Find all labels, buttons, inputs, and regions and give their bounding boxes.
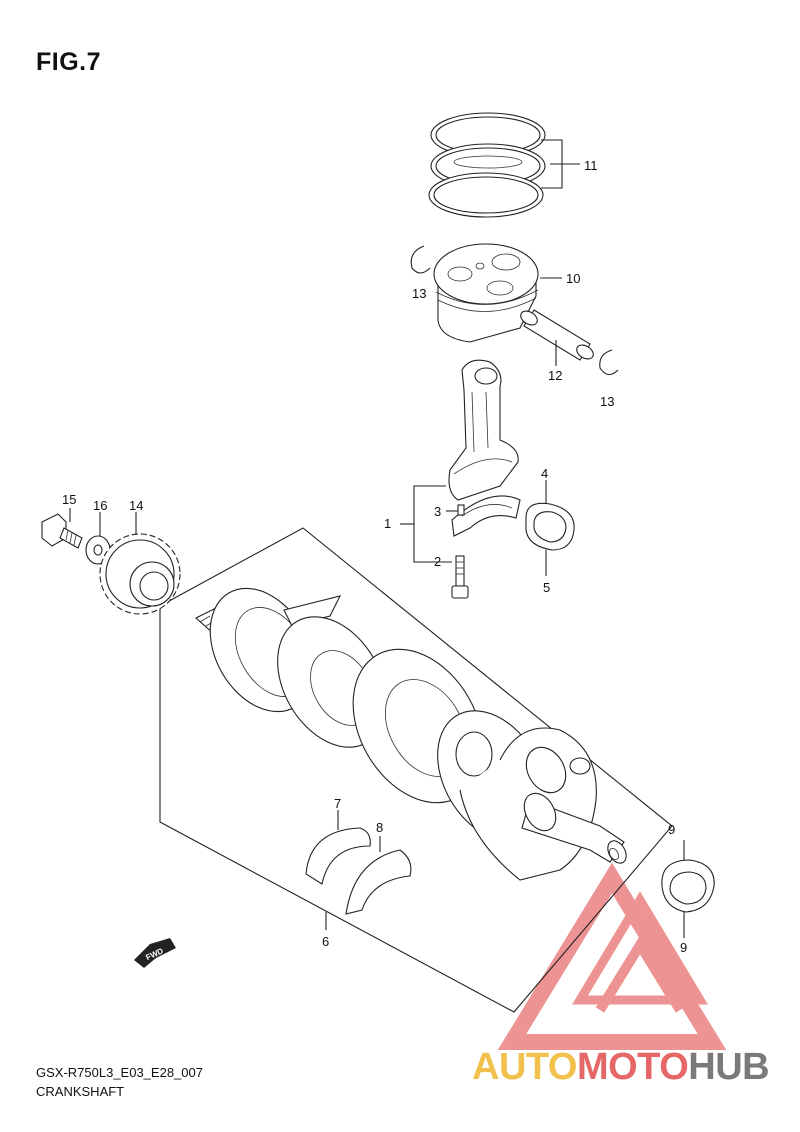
watermark-part-hub: HUB (688, 1046, 770, 1088)
callout-16: 16 (93, 498, 107, 513)
timing-sprocket (99, 512, 181, 615)
callout-13-right: 13 (600, 394, 614, 409)
rod-bolt (451, 555, 469, 599)
crankshaft-assembly-outline (159, 527, 673, 1013)
circlip-right (599, 349, 619, 376)
watermark-logo-icon (497, 862, 727, 1050)
callout-9-top: 9 (668, 822, 675, 837)
callout-11: 11 (584, 158, 598, 173)
figure-title: FIG.7 (36, 48, 102, 76)
callout-2: 2 (434, 554, 441, 569)
callout-15: 15 (62, 492, 76, 507)
callout-13-left: 13 (412, 286, 426, 301)
diagram-caption: CRANKSHAFT (36, 1084, 125, 1099)
piston-rings (428, 112, 580, 218)
watermark-part-moto: MOTO (576, 1046, 689, 1088)
callout-14: 14 (129, 498, 143, 513)
callout-12: 12 (548, 368, 562, 383)
callout-7: 7 (334, 796, 341, 811)
piston (433, 243, 562, 343)
diagram-code: GSX-R750L3_E03_E28_007 (36, 1065, 203, 1080)
callout-9-bottom: 9 (680, 940, 687, 955)
callout-10: 10 (566, 271, 580, 286)
connecting-rod (448, 359, 519, 501)
watermark-part-auto: AUTO (472, 1046, 577, 1088)
crankshaft (195, 587, 627, 881)
callout-3: 3 (434, 504, 441, 519)
main-bearing (661, 840, 715, 938)
callout-4: 4 (541, 466, 548, 481)
callout-1: 1 (384, 516, 391, 531)
callout-8: 8 (376, 820, 383, 835)
circlip-left (410, 245, 431, 274)
piston-pin (520, 309, 594, 366)
rod-pin (457, 504, 465, 516)
callout-5: 5 (543, 580, 550, 595)
watermark-text: AUTOMOTOHUB (472, 1046, 770, 1089)
thrust-bearing-lower (325, 836, 412, 930)
callout-6: 6 (322, 934, 329, 949)
thrust-bearing-upper (305, 810, 371, 885)
connecting-rod-cap (451, 495, 521, 537)
forward-direction-icon: FWD (134, 938, 176, 968)
rod-bearing (525, 480, 575, 576)
sprocket-bolt (41, 508, 83, 549)
